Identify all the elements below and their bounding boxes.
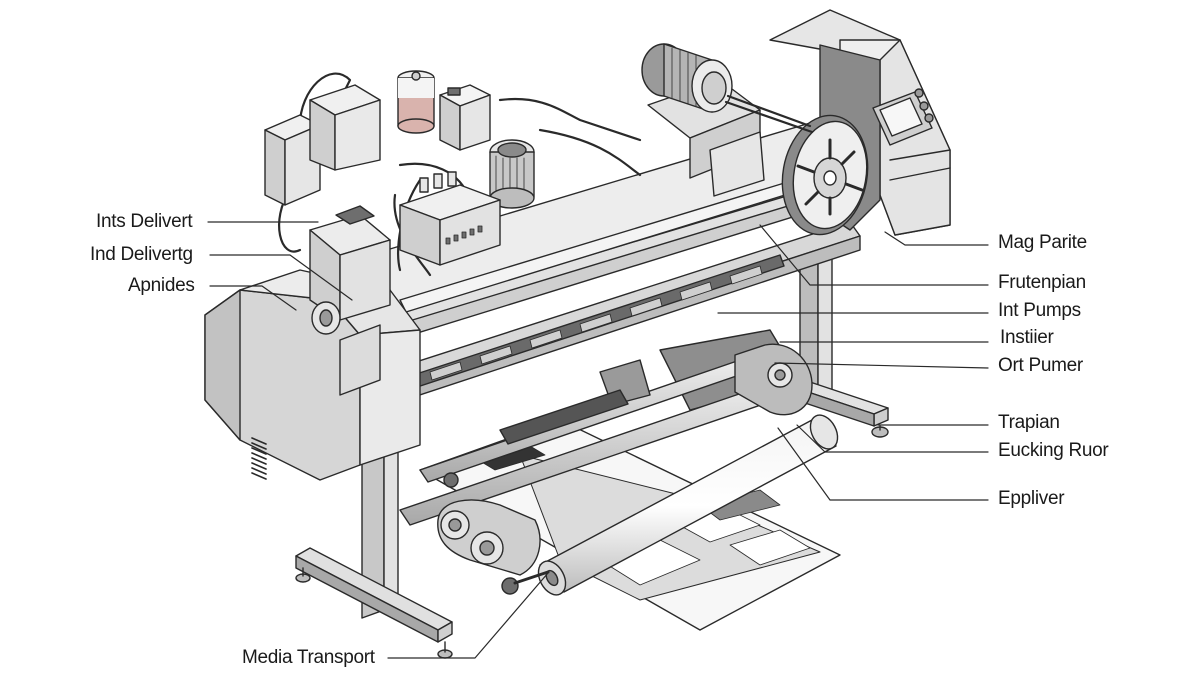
drive-wheel [781,114,869,236]
label-media-transport: Media Transport [242,647,375,668]
label-ints-delivert: Ints Delivert [96,211,193,232]
ink-delivery-cluster [264,70,642,396]
panel-button-2 [919,101,929,111]
panel-button-1 [914,88,924,98]
platen-slots [429,265,763,381]
drive-motor [641,43,814,197]
label-trapian: Trapian [998,412,1060,433]
print-beam [269,119,881,413]
vent-slots [251,437,267,480]
leader-lines-right [717,224,989,501]
label-instiier: Instiier [1000,327,1054,348]
label-mag-parite: Mag Parite [998,232,1087,253]
label-ort-pumer: Ort Pumer [998,355,1083,376]
label-ind-delivertg: Ind Delivertg [90,244,193,265]
panel-button-3 [924,113,934,123]
leader-lines-left [207,221,353,311]
leader-line-bottom [387,572,549,659]
label-apnides: Apnides [128,275,195,296]
media-transport-assembly [399,329,839,596]
label-frutenpian: Frutenpian [998,272,1086,293]
control-panel [872,88,934,146]
right-leg-stand [795,243,889,438]
lcd-screen [879,97,923,137]
label-eucking-ruor: Eucking Ruor [998,440,1109,461]
label-eppliver: Eppliver [998,488,1065,509]
label-int-pumps: Int Pumps [998,300,1081,321]
